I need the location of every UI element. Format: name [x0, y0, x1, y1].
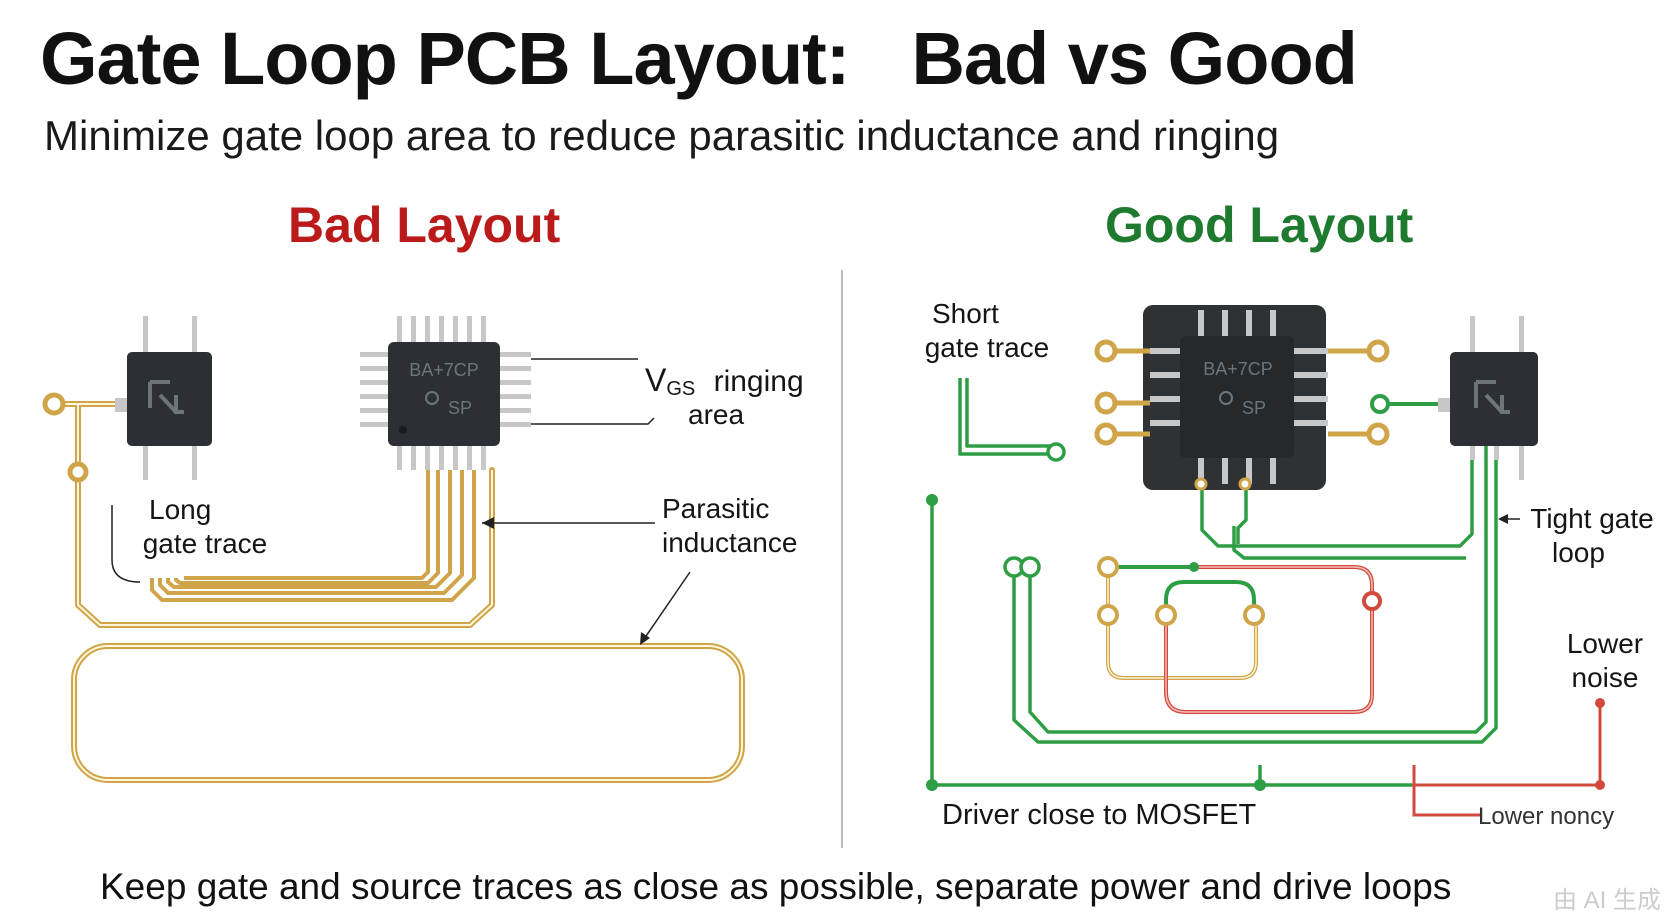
long-trace-line2: gate trace [142, 528, 268, 559]
good-driver-ic: BA+7CP SP [1143, 305, 1328, 490]
vgs-subscript: GS [666, 378, 696, 400]
good-green-inner-loop [1106, 565, 1256, 615]
good-layout-heading: Good Layout [1105, 197, 1414, 253]
footer-note: Keep gate and source traces as close as … [100, 866, 1452, 907]
vgs-symbol: V [645, 362, 667, 398]
vgs-area-label: area [688, 399, 745, 430]
good-red-power-loop [1164, 565, 1374, 714]
parasitic-line1: Parasitic [662, 493, 770, 524]
short-trace-line1: Short [932, 298, 999, 329]
long-gate-trace-label: Long gate trace [135, 493, 275, 561]
vgs-ringing-label: VGS ringing [645, 363, 804, 402]
short-gate-trace-label: Short gate trace [912, 297, 1062, 365]
long-trace-leader [111, 505, 141, 583]
bad-pad-left [42, 392, 66, 416]
title-comparison: Bad vs Good [911, 17, 1357, 100]
tight-gate-loop-label: Tight gate loop [1522, 502, 1662, 570]
lower-noise-label: Lower noise [1555, 627, 1655, 695]
subtitle: Minimize gate loop area to reduce parasi… [44, 112, 1280, 159]
bad-layout-diagram: BA+7CP SP [42, 316, 745, 783]
short-trace-line2: gate trace [924, 332, 1050, 363]
main-title: Gate Loop PCB Layout: Bad vs Good [40, 17, 1358, 100]
bad-parasitic-loop [71, 643, 745, 783]
parasitic-line2: inductance [662, 527, 798, 558]
bad-mosfet [115, 316, 212, 480]
good-driver-pads [1094, 339, 1390, 446]
vgs-ringing-word: ringing [713, 365, 804, 398]
good-driver-to-mosfet-traces [1200, 446, 1474, 560]
parasitic-inductance-label: Parasitic inductance [662, 492, 797, 560]
vgs-leader-line [531, 358, 655, 425]
bad-driver-ic: BA+7CP SP [360, 316, 531, 470]
long-trace-line1: Long [149, 494, 212, 525]
good-outer-loop [1012, 446, 1498, 744]
title-text: Gate Loop PCB Layout: [40, 17, 850, 100]
good-chip-marking-top: BA+7CP [1203, 359, 1273, 379]
driver-close-label: Driver close to MOSFET [942, 799, 1257, 831]
bad-chip-marking-top: BA+7CP [409, 360, 479, 380]
good-short-gate-trace [958, 378, 1056, 456]
bad-layout-heading: Bad Layout [288, 197, 561, 253]
lower-noise-line1: Lower [1566, 628, 1644, 659]
bad-trace-bundle [150, 470, 476, 602]
tight-loop-line1: Tight gate [1530, 503, 1654, 534]
lower-noise-line2: noise [1571, 662, 1639, 693]
good-mosfet [1438, 316, 1538, 480]
good-layout-diagram: BA+7CP SP [926, 305, 1605, 817]
lower-noise-red-trace [1412, 703, 1602, 817]
lower-noise-garbled-label: Lower noncy [1478, 803, 1615, 830]
parasitic-loop-leader [641, 571, 691, 643]
good-chip-marking-bottom: SP [1242, 398, 1266, 418]
tight-loop-line2: loop [1552, 537, 1605, 568]
bad-pad-lower [67, 461, 89, 483]
bad-chip-marking-bottom: SP [448, 398, 472, 418]
good-mosfet-gate-pad [1370, 394, 1390, 414]
